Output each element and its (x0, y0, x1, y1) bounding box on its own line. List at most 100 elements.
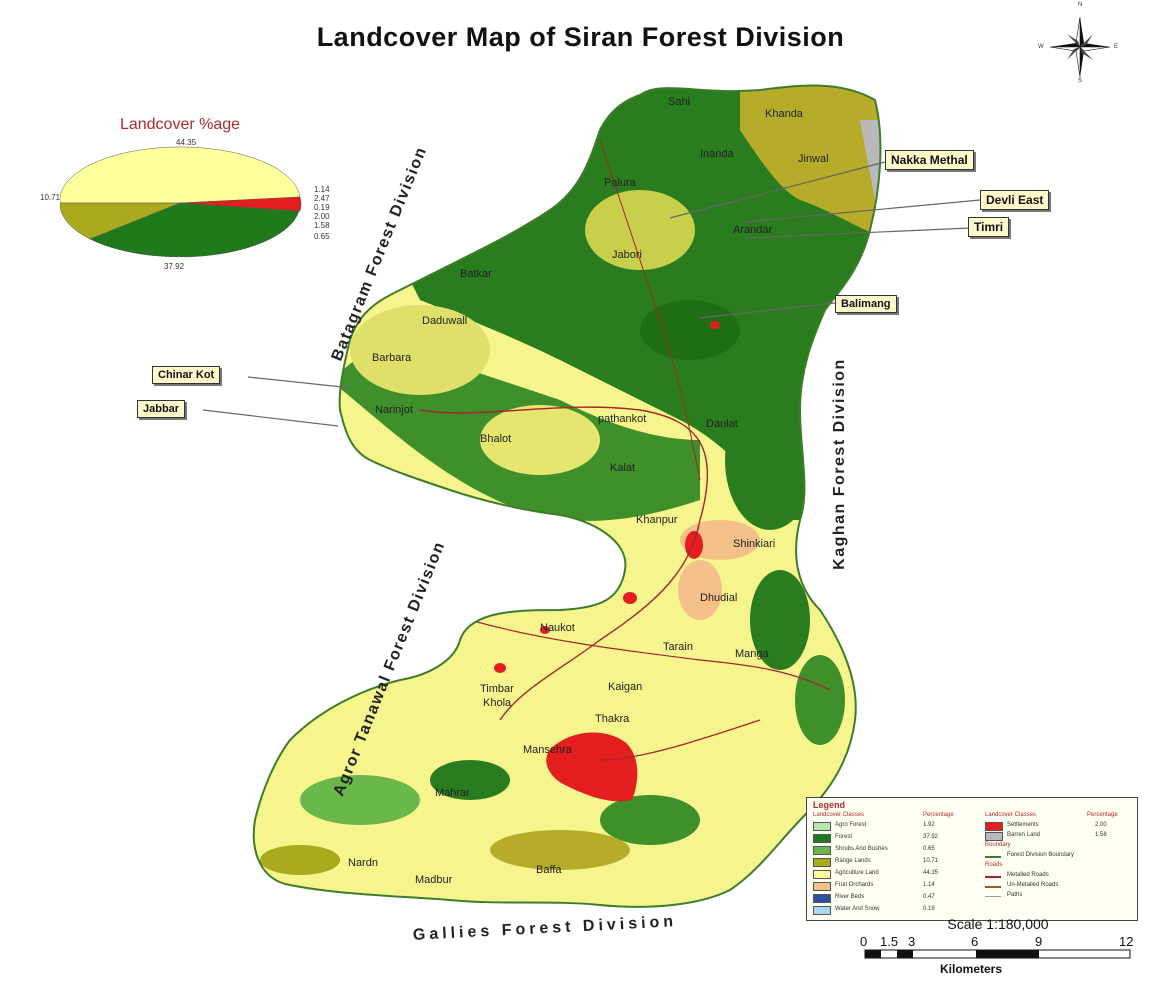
place-label: Inanda (700, 148, 734, 160)
legend-swatch (985, 832, 1003, 841)
place-label: Khanda (765, 108, 803, 120)
legend-item-value: 1.58 (1095, 832, 1107, 838)
legend-item: Settlements 2.00 (985, 822, 1145, 831)
leader-devli (744, 199, 981, 223)
legend-roads-head: Roads (985, 862, 1003, 868)
place-label: Palura (604, 177, 636, 189)
callout-devli-east: Devli East (980, 190, 1050, 210)
legend-swatch (813, 894, 831, 903)
legend-road-paths: Paths (985, 892, 1135, 901)
legend-header: Percentage (1087, 812, 1118, 818)
legend-item: Forest 37.92 (813, 834, 973, 843)
legend: Legend Landcover Classes Percentage Land… (806, 797, 1138, 921)
pie-label: 0.65 (314, 232, 330, 241)
legend-item: Agro Forest 1.92 (813, 822, 973, 831)
legend-item-value: 2.00 (1095, 822, 1107, 828)
place-label: Daulat (706, 418, 738, 430)
pie-label: 1.14 (314, 185, 330, 194)
callout-jabbar: Jabbar (137, 400, 186, 418)
legend-swatch (813, 822, 831, 831)
place-label: Tarain (663, 641, 693, 653)
legend-item: River Beds 0.47 (813, 894, 973, 903)
scale-tick: 1.5 (880, 934, 899, 949)
leader-chinar (247, 376, 353, 389)
legend-item-label: Fruit Orchards (835, 882, 874, 888)
legend-swatch (813, 834, 831, 843)
legend-item-value: 0.65 (923, 846, 935, 852)
division-label-kaghan: Kaghan Forest Division (831, 358, 848, 570)
legend-header: Landcover Classes (813, 812, 865, 818)
pie-slice-rangeland (60, 202, 181, 240)
compass-e: E (1114, 44, 1119, 50)
place-label: Mansehra (523, 744, 572, 756)
legend-title: Legend (813, 800, 846, 810)
legend-boundary-head: Boundary (985, 842, 1011, 848)
place-label: Jabori (612, 249, 642, 261)
place-label: Baffa (536, 864, 562, 876)
scale-tick: 6 (971, 934, 979, 949)
pie-label: 1.58 (314, 221, 330, 230)
legend-swatch (813, 870, 831, 879)
scale-bar (864, 949, 1131, 959)
pie-slice-agriculture (60, 146, 301, 204)
place-label: Thakra (595, 713, 630, 725)
place-label: Khola (483, 697, 512, 709)
compass-rose-icon (1049, 16, 1111, 78)
place-label: Mahrar (435, 787, 470, 799)
legend-item-value: 0.47 (923, 894, 935, 900)
pie-label: 10.71 (40, 193, 61, 202)
leader-balimang (699, 302, 836, 319)
compass-w: W (1038, 44, 1044, 50)
legend-item-label: Range Lands (835, 858, 871, 864)
pie-label: 0.19 (314, 203, 330, 212)
legend-header: Percentage (923, 812, 954, 818)
pie-slice-settlement (179, 196, 302, 212)
legend-item-label: Barren Land (1007, 832, 1041, 838)
legend-item-value: 37.92 (923, 834, 939, 840)
scale-unit: Kilometers (940, 962, 1003, 976)
place-label: Daduwall (422, 315, 468, 327)
place-label: Narinjot (375, 404, 413, 416)
pie-label: 44.35 (176, 138, 197, 147)
callout-nakka-methal: Nakka Methal (885, 150, 974, 170)
legend-item-value: 1.92 (923, 822, 935, 828)
place-label: Shinkiari (733, 538, 776, 550)
legend-item-label: Agro Forest (835, 822, 867, 828)
place-label: Madbur (415, 874, 453, 886)
scale-tick: 9 (1035, 934, 1043, 949)
place-label: Sahi (668, 96, 691, 108)
scale-tick: 3 (908, 934, 916, 949)
legend-boundary-item: Forest Division Boundary (985, 852, 1135, 861)
legend-item-label: Agriculture Land (835, 870, 879, 876)
legend-item-value: 10.71 (923, 858, 939, 864)
landcover-pie-chart (60, 146, 302, 258)
place-label: pathankot (598, 413, 647, 425)
pie-title: Landcover %age (119, 116, 241, 133)
compass-n: N (1078, 2, 1083, 8)
legend-item: Range Lands 10.71 (813, 858, 973, 867)
legend-swatch (813, 858, 831, 867)
scale-tick: 0 (860, 934, 868, 949)
legend-item-value: 0.19 (923, 906, 935, 912)
place-label: Jinwal (798, 153, 829, 165)
legend-item-label: Settlements (1007, 822, 1039, 828)
scale-title: Scale 1:180,000 (947, 916, 1049, 932)
legend-item-label: River Beds (835, 894, 865, 900)
pie-label: 37.92 (164, 262, 185, 271)
legend-swatch (813, 882, 831, 891)
place-label: Naukot (540, 622, 575, 634)
place-label: Khanpur (636, 514, 678, 526)
legend-road-metalled: Metalled Roads (985, 872, 1135, 881)
legend-item: Barren Land 1.58 (985, 832, 1145, 841)
place-label: Dhudial (700, 592, 738, 604)
legend-item-label: Water And Snow (835, 906, 880, 912)
callout-timri: Timri (968, 217, 1010, 237)
compass-s: S (1078, 78, 1083, 84)
legend-swatch (813, 846, 831, 855)
legend-header: Landcover Classes (985, 812, 1037, 818)
legend-item-label: Forest (835, 834, 853, 840)
